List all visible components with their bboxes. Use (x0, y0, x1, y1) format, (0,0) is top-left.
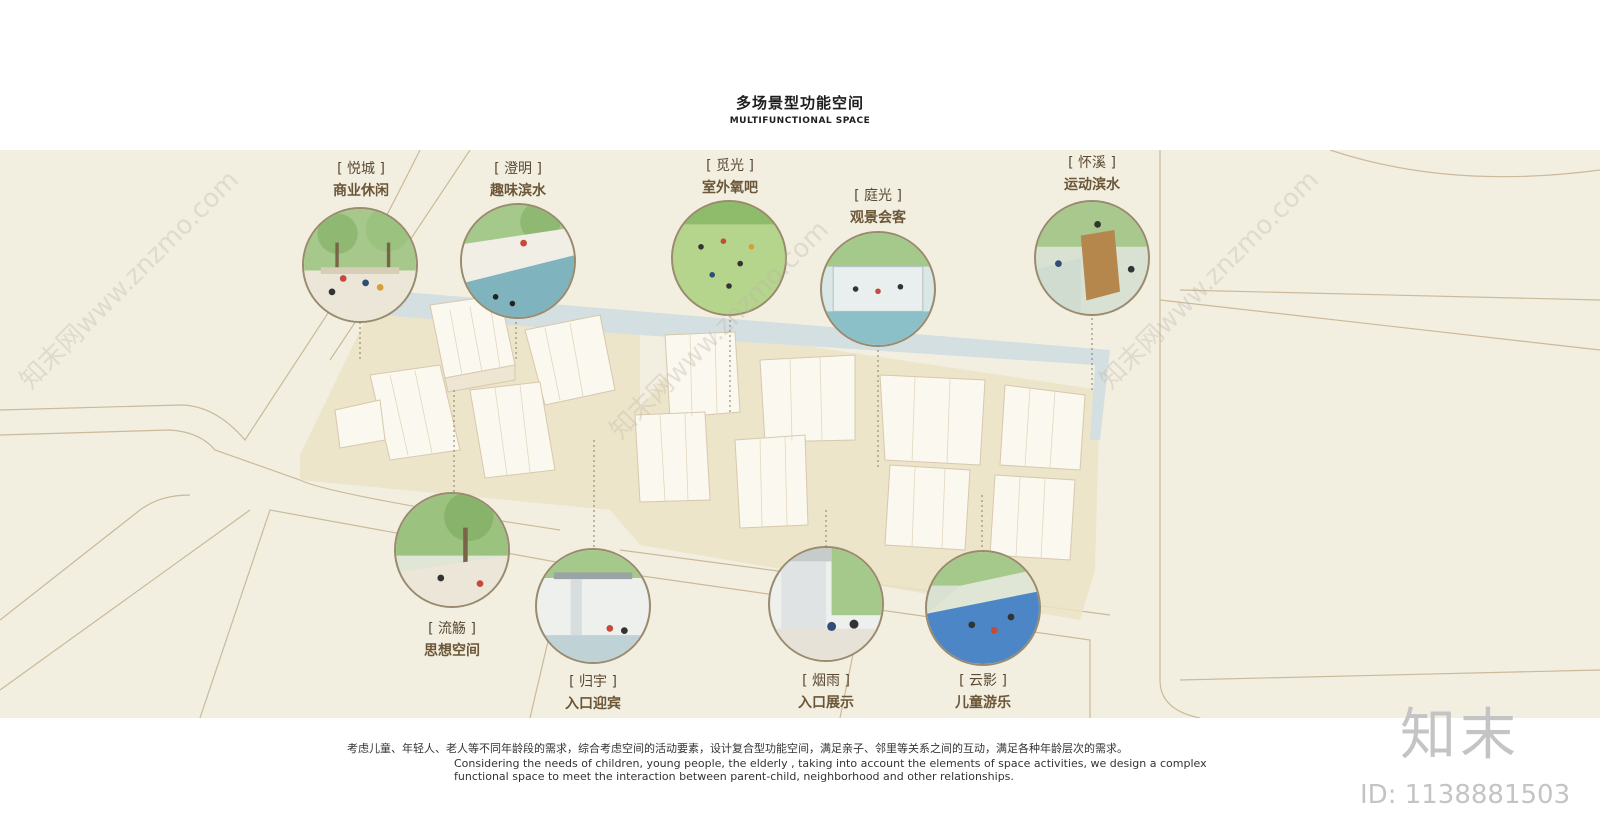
spot-function: 儿童游乐 (955, 695, 1011, 711)
plan-base-drawing (0, 150, 1600, 718)
scene-circle-yuecheng[interactable] (302, 207, 418, 323)
spot-name: [ 归宇 ] (569, 674, 617, 690)
spot-function: 运动滨水 (1064, 177, 1120, 193)
buildings (334, 294, 1086, 561)
spot-name: [ 悦城 ] (337, 161, 385, 177)
spot-function: 思想空间 (424, 643, 480, 659)
scene-illustration (1036, 202, 1148, 314)
spot-function: 室外氧吧 (702, 180, 758, 196)
spot-label-chengming: [ 澄明 ] 趣味滨水 (458, 158, 578, 200)
spot-name: [ 怀溪 ] (1068, 155, 1116, 171)
spot-function: 入口展示 (798, 695, 854, 711)
spot-label-yanyu: [ 烟雨 ] 入口展示 (766, 670, 886, 712)
page-title: 多场景型功能空间 (735, 94, 864, 112)
spot-name: [ 觅光 ] (706, 158, 754, 174)
scene-illustration (927, 552, 1039, 664)
scene-illustration (537, 550, 649, 662)
spot-name: [ 流觞 ] (428, 621, 476, 637)
scene-circle-yanyu[interactable] (768, 546, 884, 662)
scene-circle-guiyu[interactable] (535, 548, 651, 664)
spot-function: 入口迎宾 (565, 696, 621, 712)
brand-id: ID: 1138881503 (1360, 780, 1571, 810)
spot-label-liushang: [ 流觞 ] 思想空间 (392, 618, 512, 660)
spot-label-tingguang: [ 庭光 ] 观景会客 (818, 185, 938, 227)
scene-circle-tingguang[interactable] (820, 231, 936, 347)
scene-illustration (822, 233, 934, 345)
spot-function: 商业休闲 (333, 183, 389, 199)
scene-illustration (462, 205, 574, 317)
spot-label-yuecheng: [ 悦城 ] 商业休闲 (301, 158, 421, 200)
scene-circle-chengming[interactable] (460, 203, 576, 319)
header: 多场景型功能空间 MULTIFUNCTIONAL SPACE (0, 92, 1600, 126)
scene-circle-liushang[interactable] (394, 492, 510, 608)
spot-label-huaixi: [ 怀溪 ] 运动滨水 (1032, 152, 1152, 194)
scene-illustration (396, 494, 508, 606)
caption-en: Considering the needs of children, young… (454, 757, 1207, 783)
spot-label-miguang: [ 觅光 ] 室外氧吧 (670, 155, 790, 197)
page-subtitle: MULTIFUNCTIONAL SPACE (729, 116, 871, 126)
scene-circle-huaixi[interactable] (1034, 200, 1150, 316)
spot-name: [ 云影 ] (959, 673, 1007, 689)
caption-cn: 考虑儿童、年轻人、老人等不同年龄段的需求，综合考虑空间的活动要素，设计复合型功能… (347, 742, 1128, 755)
spot-name: [ 烟雨 ] (802, 673, 850, 689)
site-plan: [ 悦城 ] 商业休闲 [ 澄明 ] 趣味滨水 [ 觅光 ] 室外氧吧 [ 庭光… (0, 150, 1600, 718)
spot-name: [ 澄明 ] (494, 161, 542, 177)
spot-function: 趣味滨水 (490, 183, 546, 199)
scene-illustration (770, 548, 882, 660)
spot-name: [ 庭光 ] (854, 188, 902, 204)
scene-illustration (673, 202, 785, 314)
scene-circle-yunying[interactable] (925, 550, 1041, 666)
brand-logo: 知末 (1400, 703, 1520, 768)
building-lines (389, 302, 1056, 559)
spot-label-guiyu: [ 归宇 ] 入口迎宾 (533, 671, 653, 713)
spot-label-yunying: [ 云影 ] 儿童游乐 (923, 670, 1043, 712)
scene-illustration (304, 209, 416, 321)
scene-circle-miguang[interactable] (671, 200, 787, 316)
spot-function: 观景会客 (850, 210, 906, 226)
